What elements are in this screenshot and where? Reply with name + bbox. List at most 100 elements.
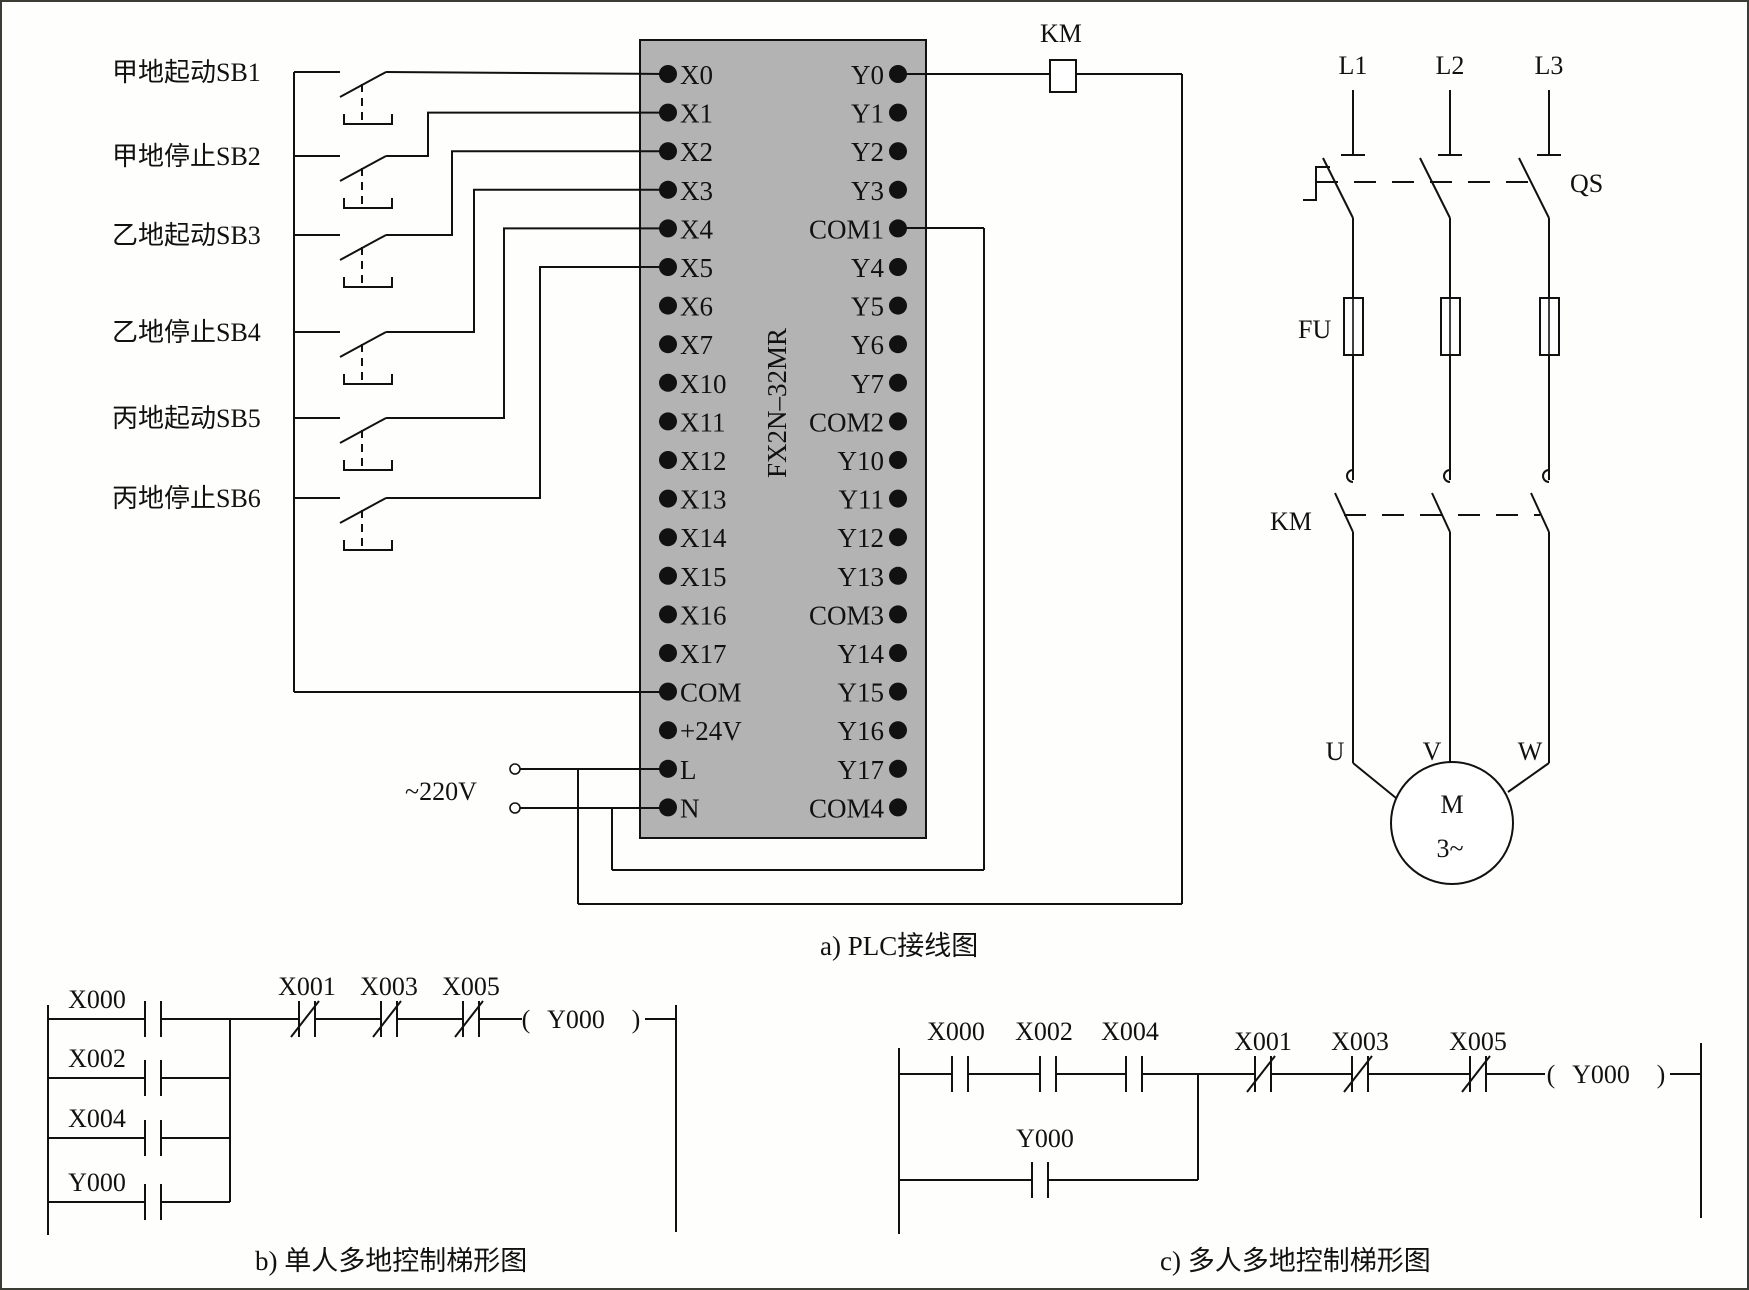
nc-slash xyxy=(1246,1055,1276,1093)
output-terminal-label: Y12 xyxy=(838,523,885,553)
push-button: 乙地停止SB4 xyxy=(112,188,668,385)
contactor-blade xyxy=(1431,492,1451,533)
plc-model-label: FX2N–32MR xyxy=(762,328,792,478)
coil-paren-open: ( xyxy=(522,1005,531,1034)
output-terminal-label: Y14 xyxy=(838,639,885,669)
push-button-label: 甲地起动SB1 xyxy=(112,58,261,87)
input-terminal-dot xyxy=(659,489,677,508)
contactor-blade xyxy=(1530,492,1550,533)
output-terminal-dot xyxy=(889,566,907,585)
push-buttons: 甲地起动SB1甲地停止SB2乙地起动SB3乙地停止SB4丙地起动SB5丙地停止S… xyxy=(112,58,669,551)
output-terminal-dot xyxy=(889,412,907,431)
input-terminal-label: X13 xyxy=(680,485,727,515)
input-terminal-label: N xyxy=(680,793,700,823)
output-terminal-dot xyxy=(889,528,907,547)
km-coil-label: KM xyxy=(1040,19,1082,48)
input-wire xyxy=(386,188,668,333)
nc-slash xyxy=(290,1000,320,1038)
ladder-b-parallel-branch: Y000 xyxy=(48,1168,230,1220)
com1-wire xyxy=(611,227,985,871)
plc-body xyxy=(639,39,927,839)
input-terminal-dot xyxy=(659,566,677,585)
phase-label: L1 xyxy=(1339,51,1368,80)
push-button: 丙地起动SB5 xyxy=(112,227,668,471)
input-wire xyxy=(385,71,669,75)
nc-slash xyxy=(1343,1055,1373,1093)
contact-label: X001 xyxy=(1234,1027,1292,1056)
input-terminal-dot xyxy=(659,528,677,547)
input-wire xyxy=(386,227,668,419)
input-terminal-label: X12 xyxy=(680,446,727,476)
push-button: 甲地起动SB1 xyxy=(112,58,669,125)
contact-label: X002 xyxy=(68,1044,126,1073)
qs-label: QS xyxy=(1570,169,1603,198)
nc-slash xyxy=(454,1000,484,1038)
output-terminal-dot xyxy=(889,142,907,161)
output-terminal-label: Y4 xyxy=(851,253,884,283)
output-terminal-label: Y5 xyxy=(851,292,884,322)
nc-slash xyxy=(1461,1055,1491,1093)
output-terminal-label: COM1 xyxy=(809,214,884,244)
motor-terminal-label: V xyxy=(1423,737,1442,766)
input-terminal-label: X7 xyxy=(680,330,713,360)
input-terminal-label: X10 xyxy=(680,369,727,399)
output-terminal-label: Y1 xyxy=(851,99,884,129)
output-terminal-dot xyxy=(889,258,907,276)
output-terminal-dot xyxy=(889,373,907,392)
output-terminal-dot xyxy=(889,798,907,817)
contact-label: X003 xyxy=(1331,1027,1389,1056)
supply-terminal-l xyxy=(509,763,521,775)
motor-terminal-label: W xyxy=(1518,737,1543,766)
push-button: 甲地停止SB2 xyxy=(112,111,668,209)
output-terminal-dot xyxy=(889,721,907,740)
coil-label: Y000 xyxy=(547,1005,605,1034)
output-terminal-label: Y10 xyxy=(838,446,885,476)
switch-blade xyxy=(1419,157,1451,219)
output-terminal-label: Y2 xyxy=(851,137,884,167)
contact-label: Y000 xyxy=(68,1168,126,1197)
output-terminal-label: Y6 xyxy=(851,330,884,360)
contact-label: X004 xyxy=(1101,1017,1159,1046)
coil-symbol xyxy=(1049,59,1077,93)
contact-label: X005 xyxy=(442,972,500,1001)
input-terminal-dot xyxy=(659,605,677,624)
ladder-b-parallel-branch: X000 xyxy=(48,985,230,1037)
coil-paren-open: ( xyxy=(1547,1060,1556,1089)
switch-blade xyxy=(1518,157,1550,219)
input-terminal-dot xyxy=(659,451,677,469)
push-button-label: 丙地起动SB5 xyxy=(112,404,261,433)
push-button: 乙地起动SB3 xyxy=(112,150,668,288)
output-terminal-dot xyxy=(889,605,907,624)
motor-terminal-label: U xyxy=(1326,737,1345,766)
output-terminal-label: Y11 xyxy=(839,485,885,515)
input-terminal-dot xyxy=(659,721,677,740)
input-wire xyxy=(386,266,668,499)
output-terminal-label: Y7 xyxy=(851,369,884,399)
button-head xyxy=(343,114,393,125)
km-coil: KM xyxy=(577,19,1183,905)
contactor-fixed-contact xyxy=(1542,469,1550,483)
contactor-fixed-contact xyxy=(1346,469,1354,483)
motor-lead-w xyxy=(1507,762,1550,793)
output-terminal-label: COM4 xyxy=(809,793,885,823)
push-button-label: 乙地起动SB3 xyxy=(112,221,261,250)
motor-label: M xyxy=(1440,790,1463,819)
ac-supply: ~220V xyxy=(405,763,668,814)
output-terminal-dot xyxy=(889,489,907,508)
input-terminal-label: X5 xyxy=(680,253,713,283)
contact-label: X002 xyxy=(1015,1017,1073,1046)
contact-label: Y000 xyxy=(1016,1124,1074,1153)
button-head xyxy=(343,374,393,385)
contact-label: X005 xyxy=(1449,1027,1507,1056)
input-terminal-label: X16 xyxy=(680,600,727,630)
coil-paren-close: ) xyxy=(1657,1060,1666,1089)
input-wire xyxy=(386,150,668,236)
contactor-blade xyxy=(1334,492,1354,533)
output-terminal-label: Y0 xyxy=(851,60,884,90)
coil-label: Y000 xyxy=(1572,1060,1630,1089)
supply-terminal-n xyxy=(509,802,521,814)
output-terminal-dot xyxy=(889,180,907,199)
output-terminal-dot xyxy=(889,103,907,122)
